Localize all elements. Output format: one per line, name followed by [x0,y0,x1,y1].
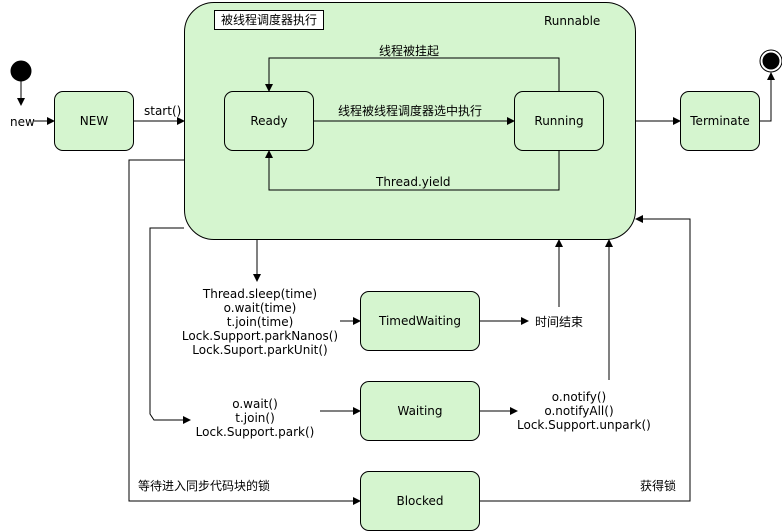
edge-label-wait-lock: 等待进入同步代码块的锁 [138,479,271,493]
notify-calls: o.notify() o.notifyAll() Lock.Support.un… [517,390,651,432]
call-park-unit: Lock.Suport.parkUnit() [192,343,328,357]
state-running: Running [514,91,604,151]
call-notify-all: o.notifyAll() [544,404,614,418]
runnable-label: Runnable [544,14,601,28]
call-park-nanos: Lock.Support.parkNanos() [181,329,339,343]
edge-label-new: new [10,115,35,129]
end-dot [762,52,780,70]
call-park: Lock.Support.park() [195,425,315,439]
edge-label-selected: 线程被线程调度器选中执行 [338,104,483,118]
edge-label-suspended: 线程被挂起 [379,44,440,58]
call-sleep: Thread.sleep(time) [202,287,318,301]
call-wait-time: o.wait(time) [223,301,297,315]
call-wait: o.wait() [232,397,278,411]
edge-label-got-lock: 获得锁 [640,479,677,493]
start-dot [10,60,32,82]
edge-label-start: start() [144,104,182,118]
timed-waiting-calls: Thread.sleep(time) o.wait(time) t.join(t… [180,287,340,357]
edge-label-time-up: 时间结束 [535,315,584,329]
state-blocked: Blocked [360,471,480,531]
runnable-title: 被线程调度器执行 [214,10,325,30]
edge-label-yield: Thread.yield [376,175,451,189]
state-ready: Ready [224,91,314,151]
waiting-calls: o.wait() t.join() Lock.Support.park() [190,397,320,439]
state-new: NEW [54,91,134,151]
call-unpark: Lock.Support.unpark() [517,418,651,432]
state-terminate: Terminate [680,91,760,151]
call-notify: o.notify() [551,390,607,404]
call-join-time: t.join(time) [226,315,294,329]
call-join: t.join() [235,411,275,425]
